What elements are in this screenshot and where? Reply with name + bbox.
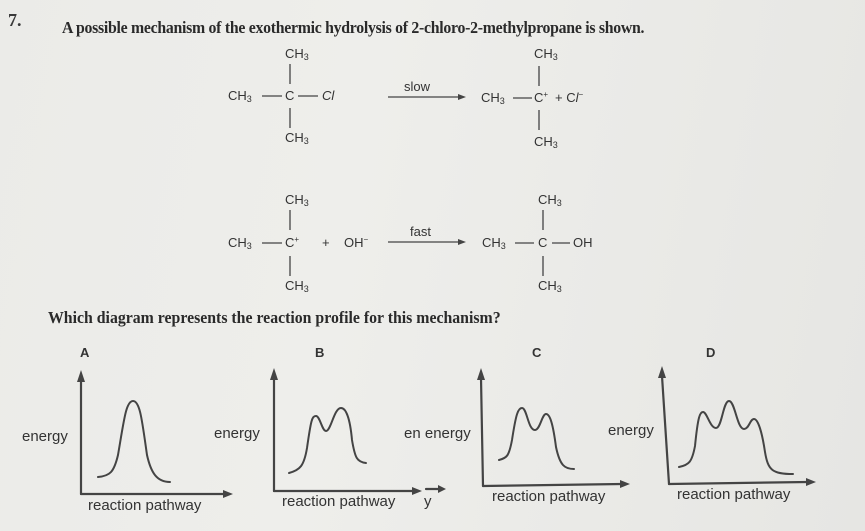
- step2-reactant-left-methyl: CH3: [228, 235, 252, 251]
- step2-reactant-carbocation: C+: [285, 235, 300, 250]
- step2-product-carbon: C: [538, 235, 548, 250]
- step1-product-chloride: + Cl−: [555, 90, 584, 105]
- step2-reactant-bottom-methyl: CH3: [285, 278, 309, 294]
- option-b-x-arrow: [412, 487, 422, 495]
- step2-hydroxide: OH−: [344, 235, 369, 250]
- option-d-label[interactable]: D: [706, 345, 716, 360]
- step1-reactant-left-methyl: CH3: [228, 88, 252, 104]
- option-c-label[interactable]: C: [532, 345, 542, 360]
- option-a-axes: [79, 378, 227, 496]
- step2-product-hydroxyl: OH: [573, 235, 593, 250]
- step2-arrow-label: fast: [410, 224, 431, 239]
- option-d-y-arrow: [658, 366, 666, 378]
- step2-arrow-head: [458, 239, 466, 245]
- option-c-y-arrow: [477, 368, 485, 380]
- option-a-label[interactable]: A: [80, 345, 90, 360]
- step2-product-left-methyl: CH3: [482, 235, 506, 251]
- option-c-axes: [479, 376, 624, 488]
- step1-product-left-methyl: CH3: [481, 90, 505, 106]
- option-a-x-arrow: [223, 490, 233, 498]
- option-c-x-arrow: [620, 480, 630, 488]
- prompt-text: Which diagram represents the reaction pr…: [48, 308, 501, 327]
- step2-product-top-methyl: CH3: [538, 192, 562, 208]
- option-d-axes: [660, 374, 810, 486]
- option-b-curve: [288, 406, 367, 474]
- option-d-x-arrow: [806, 478, 816, 486]
- step1-reactant-carbon: C: [285, 88, 295, 103]
- option-b-label[interactable]: B: [315, 345, 325, 360]
- option-a-y-label: energy: [22, 428, 68, 445]
- step1-arrow-label: slow: [404, 79, 431, 94]
- option-b-y-arrow: [270, 368, 278, 380]
- option-c-y-label: en energy: [404, 425, 471, 442]
- step1-reactant-top-methyl: CH3: [285, 46, 309, 62]
- step2-reactant-top-methyl: CH3: [285, 192, 309, 208]
- option-d-y-label: energy: [608, 422, 654, 439]
- step1-product-carbocation: C+: [534, 90, 549, 105]
- step1-arrow-head: [458, 94, 466, 100]
- step1-reactant-chlorine: Cl: [322, 88, 335, 103]
- question-text: A possible mechanism of the exothermic h…: [62, 18, 645, 37]
- option-b-y-label: energy: [214, 425, 260, 442]
- option-b-extra-arrow: [438, 485, 446, 493]
- option-a-curve: [97, 399, 171, 483]
- option-a-y-arrow: [77, 370, 85, 382]
- step1-product-top-methyl: CH3: [534, 46, 558, 62]
- option-d-x-label: reaction pathway: [677, 486, 791, 503]
- option-d-curve: [678, 399, 794, 475]
- option-b-x-suffix: y: [424, 493, 432, 510]
- option-c-curve: [498, 406, 575, 470]
- step1-reactant-bottom-methyl: CH3: [285, 130, 309, 146]
- option-b-x-label: reaction pathway: [282, 493, 396, 510]
- option-a-x-label: reaction pathway: [88, 497, 202, 514]
- step1-product-bottom-methyl: CH3: [534, 134, 558, 150]
- step2-plus-sign: +: [322, 235, 330, 250]
- step2-product-bottom-methyl: CH3: [538, 278, 562, 294]
- option-c-x-label: reaction pathway: [492, 488, 606, 505]
- question-number: 7.: [8, 10, 22, 30]
- option-b-axes: [272, 376, 442, 493]
